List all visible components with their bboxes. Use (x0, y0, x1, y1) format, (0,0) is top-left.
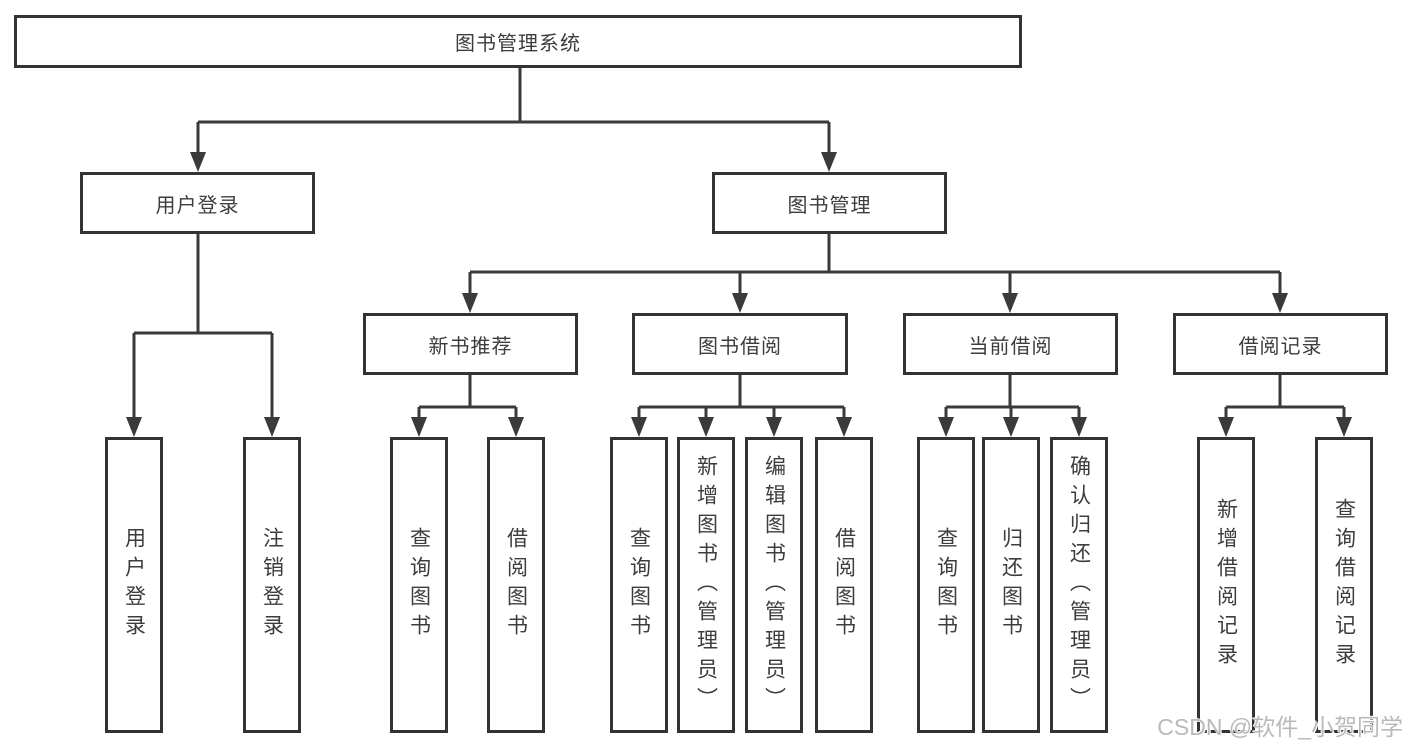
leaf-add-borrow-record-label: 新增借阅记录 (1214, 498, 1238, 672)
leaf-add-books-admin-label: 新增图书（管理员） (694, 454, 718, 716)
connector-userlogin-to-leaves (132, 234, 274, 423)
node-book-borrow-label: 图书借阅 (698, 335, 782, 358)
node-borrow-records-label: 借阅记录 (1238, 335, 1323, 358)
leaf-add-books-admin: 新增图书（管理员） (677, 437, 735, 733)
node-current-borrow-label: 当前借阅 (968, 335, 1053, 358)
leaf-query-books-borrow-label: 查询图书 (627, 527, 651, 643)
node-current-borrow: 当前借阅 (903, 313, 1118, 375)
watermark: CSDN @软件_小贺同学 (1157, 714, 1403, 740)
node-system-root: 图书管理系统 (14, 15, 1022, 68)
node-book-management-label: 图书管理 (787, 194, 872, 217)
connector-records-to-leaves (1224, 375, 1346, 423)
node-user-login: 用户登录 (80, 172, 315, 234)
connector-root-to-level2 (196, 68, 831, 158)
leaf-query-books-current-label: 查询图书 (934, 527, 958, 643)
leaf-borrow-books-recommend: 借阅图书 (487, 437, 545, 733)
leaf-return-books-label: 归还图书 (999, 527, 1023, 643)
leaf-borrow-books-recommend-label: 借阅图书 (504, 527, 528, 643)
node-user-login-label: 用户登录 (155, 194, 240, 217)
node-book-management: 图书管理 (712, 172, 947, 234)
leaf-query-borrow-record-label: 查询借阅记录 (1332, 498, 1356, 672)
leaf-logout: 注销登录 (243, 437, 301, 733)
leaf-query-borrow-record: 查询借阅记录 (1315, 437, 1373, 733)
node-book-borrow: 图书借阅 (632, 313, 848, 375)
leaf-user-login-label: 用户登录 (122, 527, 146, 643)
leaf-logout-label: 注销登录 (260, 527, 284, 643)
leaf-confirm-return-admin-label: 确认归还（管理员） (1067, 454, 1091, 716)
leaf-query-books-recommend-label: 查询图书 (407, 527, 431, 643)
leaf-user-login: 用户登录 (105, 437, 163, 733)
node-borrow-records: 借阅记录 (1173, 313, 1388, 375)
leaf-borrow-books: 借阅图书 (815, 437, 873, 733)
node-new-book-recommend-label: 新书推荐 (428, 335, 513, 358)
leaf-edit-books-admin-label: 编辑图书（管理员） (762, 454, 786, 716)
leaf-query-books-current: 查询图书 (917, 437, 975, 733)
node-new-book-recommend: 新书推荐 (363, 313, 578, 375)
leaf-return-books: 归还图书 (982, 437, 1040, 733)
connector-currentborrow-to-leaves (944, 375, 1081, 423)
leaf-edit-books-admin: 编辑图书（管理员） (745, 437, 803, 733)
connector-bookborrow-to-leaves (637, 375, 846, 423)
connector-bookmgmt-to-level3 (468, 234, 1282, 299)
leaf-confirm-return-admin: 确认归还（管理员） (1050, 437, 1108, 733)
leaf-borrow-books-label: 借阅图书 (832, 527, 856, 643)
leaf-add-borrow-record: 新增借阅记录 (1197, 437, 1255, 733)
leaf-query-books-borrow: 查询图书 (610, 437, 668, 733)
connector-newbook-to-leaves (417, 375, 518, 423)
node-system-root-label: 图书管理系统 (455, 33, 581, 55)
leaf-query-books-recommend: 查询图书 (390, 437, 448, 733)
